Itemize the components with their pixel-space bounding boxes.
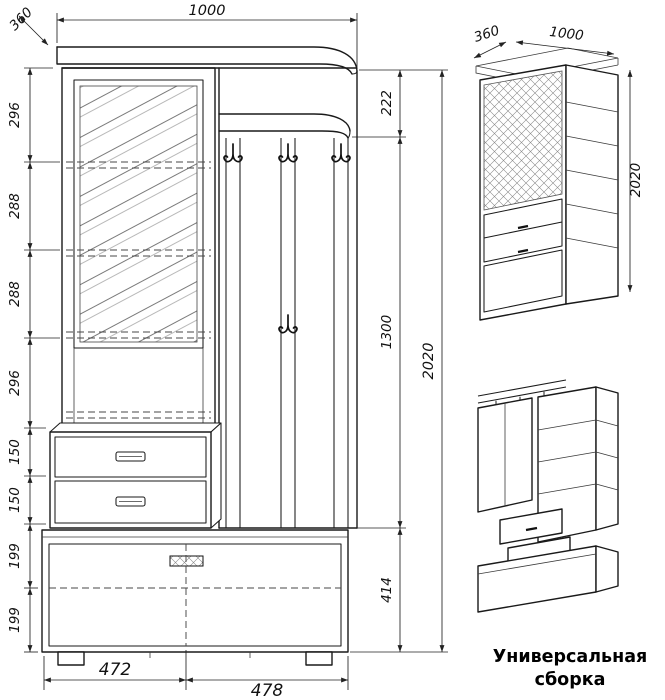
mirror-cabinet	[61, 67, 216, 429]
dimension-label: 360	[6, 4, 36, 34]
dimension-label: 199	[7, 607, 23, 633]
iso-left-panel	[477, 397, 533, 513]
coat-hook-icon	[223, 143, 243, 163]
coat-hook-section	[218, 67, 358, 529]
drawer-handle	[115, 496, 146, 507]
dimension-label: 414	[379, 577, 395, 603]
iso-bottom-door	[483, 249, 563, 313]
cabinet-door	[48, 543, 342, 647]
hook-slats	[225, 138, 349, 528]
dimension-label: 1000	[189, 3, 226, 19]
dimension-label: 2020	[628, 163, 644, 197]
iso-view-assembled: 360 1000 2020	[472, 23, 644, 321]
bottom-cabinet	[41, 529, 349, 666]
coat-hook-icon	[331, 143, 351, 163]
dimension-left-chain: 296 288 288 296 150 150 199 199	[7, 67, 60, 653]
iso-shelf-column	[537, 386, 619, 543]
dimension-label: 288	[7, 193, 23, 219]
dimension-label: 199	[7, 543, 23, 569]
dimension-label: 1300	[379, 315, 395, 349]
iso-pulled-drawer	[499, 508, 563, 545]
iso-mirror-hatch	[483, 70, 563, 211]
dimension-label: 296	[7, 102, 23, 128]
mirror-hatch	[79, 85, 198, 343]
dimension-bottom-widths: 472 478	[43, 650, 349, 700]
drawer-bottom	[54, 480, 207, 524]
dimension-label: 296	[7, 370, 23, 396]
iso-view-assembly	[477, 379, 619, 613]
door-handle	[169, 555, 204, 567]
drawer-top	[54, 436, 207, 478]
iso-hook-rail	[477, 379, 567, 412]
dimension-top-width: 1000	[56, 3, 358, 67]
iso-dimensions: 360 1000 2020	[472, 23, 644, 292]
drawer-handle	[115, 451, 146, 462]
dimension-label: 472	[99, 660, 131, 680]
dimension-label: 360	[472, 23, 501, 46]
caption-line-2: сборка	[535, 670, 606, 690]
dimension-label: 478	[251, 681, 284, 700]
coat-hook-icon	[278, 314, 298, 334]
dimension-label: 2020	[421, 343, 437, 380]
hidden-shelves	[66, 161, 211, 419]
assembly-caption: Универсальная сборка	[493, 647, 648, 690]
iso-side-shelves	[565, 64, 619, 305]
mid-shelf-top	[218, 113, 351, 132]
cabinet-foot	[57, 651, 85, 666]
dimension-label: 150	[7, 487, 23, 513]
dimension-top-depth: 360	[6, 4, 49, 46]
drawer-unit	[49, 422, 222, 529]
dimension-label: 150	[7, 439, 23, 465]
iso-base-cabinet	[477, 545, 619, 613]
cabinet-foot	[305, 651, 333, 666]
dimension-label: 222	[379, 90, 395, 116]
dimension-label: 288	[7, 281, 23, 307]
dimension-label: 1000	[548, 24, 584, 44]
dimension-right-chain: 222 1300 414 2020	[350, 69, 448, 653]
coat-hook-icon	[278, 143, 298, 163]
front-view: 1000 360 296 288 288 2	[6, 3, 448, 700]
iso-drawers	[483, 198, 563, 263]
top-canopy-shelf	[56, 46, 358, 75]
mid-shelf-front	[218, 130, 349, 139]
caption-line-1: Универсальная	[493, 647, 648, 667]
